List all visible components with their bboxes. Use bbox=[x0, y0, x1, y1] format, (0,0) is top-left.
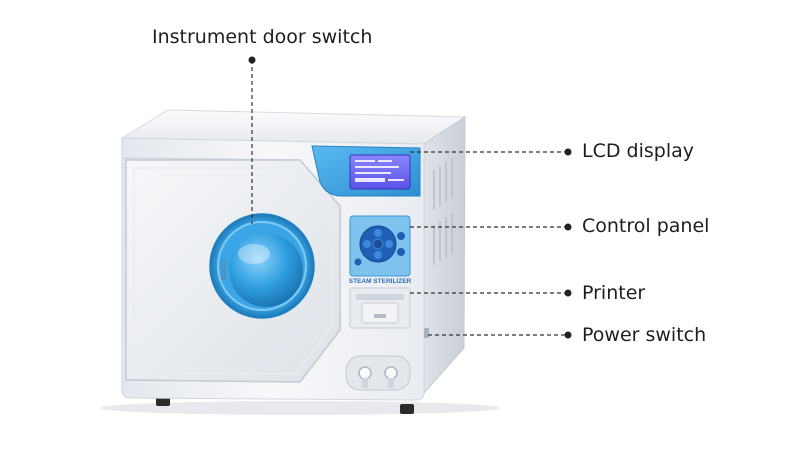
dot-printer bbox=[564, 289, 572, 297]
printer-tab bbox=[374, 314, 386, 318]
label-instrument-door-switch: Instrument door switch bbox=[152, 26, 373, 48]
drain-panel bbox=[345, 355, 411, 391]
dpad-right-button[interactable] bbox=[385, 240, 393, 248]
dot-lcd-display bbox=[564, 148, 572, 156]
dot-door-switch bbox=[248, 56, 256, 64]
door-switch-knob[interactable] bbox=[229, 233, 303, 307]
label-lcd-display: LCD display bbox=[582, 140, 694, 162]
label-power-switch: Power switch bbox=[582, 324, 707, 346]
leader-dots bbox=[248, 56, 572, 339]
panel-caption: STEAM STERILIZER bbox=[349, 278, 412, 285]
panel-button-left[interactable] bbox=[354, 258, 362, 266]
dpad-up-button[interactable] bbox=[374, 229, 382, 237]
side-face bbox=[423, 116, 466, 395]
door-inner-bevel bbox=[133, 167, 333, 375]
dot-control-panel bbox=[564, 223, 572, 231]
side-button-top[interactable] bbox=[397, 232, 405, 240]
side-vents bbox=[433, 158, 453, 265]
leader-lines bbox=[251, 60, 567, 336]
dpad-left-button[interactable] bbox=[363, 240, 371, 248]
dpad-down-button[interactable] bbox=[374, 251, 382, 259]
drain-port-right bbox=[384, 366, 398, 380]
dot-power-switch bbox=[564, 331, 572, 339]
side-button-bottom[interactable] bbox=[397, 248, 405, 256]
label-printer: Printer bbox=[582, 282, 646, 304]
label-control-panel: Control panel bbox=[582, 215, 710, 237]
drain-spout-left bbox=[362, 378, 368, 388]
foot-right bbox=[400, 404, 414, 414]
printer-slot bbox=[356, 294, 404, 300]
drain-port-left bbox=[358, 366, 372, 380]
dpad-center-button[interactable] bbox=[372, 238, 384, 250]
door-brand-text: KOCO bbox=[220, 259, 228, 280]
lcd-text-lines bbox=[355, 160, 404, 182]
knob-highlight bbox=[238, 244, 270, 264]
power-switch[interactable] bbox=[424, 328, 429, 338]
drain-spout-right bbox=[388, 378, 394, 388]
printer-cover bbox=[361, 302, 399, 324]
